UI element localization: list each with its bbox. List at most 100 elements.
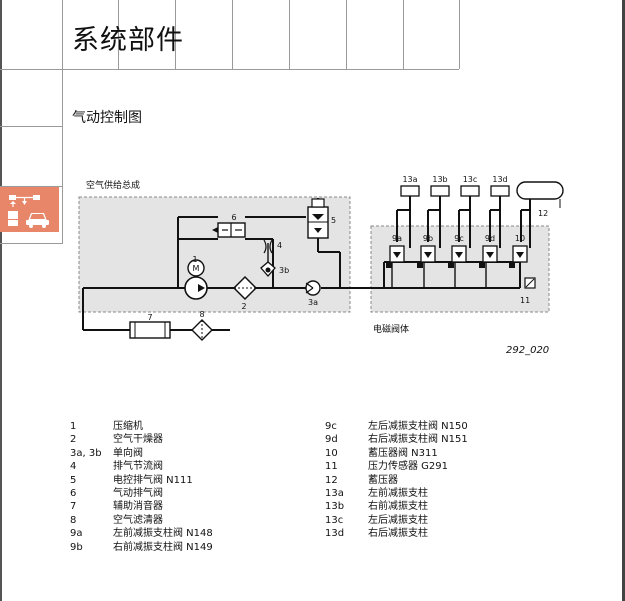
label-10: 10	[515, 234, 525, 243]
legend-item: 8 空气滤清器	[70, 514, 213, 527]
legend-item-number: 1	[70, 421, 77, 432]
page-right-border	[622, 0, 625, 601]
exhaust-throttle-symbol	[263, 239, 273, 254]
label-7: 7	[147, 313, 152, 322]
legend-item: 9a 左前减振支柱阀 N148	[70, 527, 213, 540]
label-5: 5	[331, 216, 336, 225]
legend-item: 7 辅助消音器	[70, 500, 213, 513]
label-11: 11	[520, 296, 530, 305]
label-13b: 13b	[432, 175, 447, 184]
legend-item-number: 7	[70, 501, 77, 513]
label-8: 8	[199, 310, 204, 319]
strut-13c-symbol	[460, 185, 480, 197]
legend-item-text: 空气滤清器	[113, 514, 163, 526]
legend-item-number: 13c	[325, 514, 344, 526]
legend-item: 13a 左前减振支柱	[325, 487, 468, 500]
label-9a: 9a	[392, 234, 402, 243]
label-3b: 3b	[279, 266, 289, 275]
legend-item: 13b 右前减振支柱	[325, 500, 468, 513]
legend-item-text: 右后减振支柱	[368, 528, 428, 540]
label-4: 4	[277, 241, 282, 250]
legend-item-text: 压缩机	[113, 421, 143, 432]
header-line-v4	[289, 0, 290, 69]
legend-item-number: 4	[70, 461, 77, 473]
legend-item-number: 13a	[325, 488, 344, 500]
legend-item: 1 压缩机	[70, 420, 213, 433]
legend-item: 13d 右后减振支柱	[325, 527, 468, 540]
legend-item-number: 5	[70, 474, 77, 486]
air-dryer-symbol	[232, 275, 258, 301]
header-line-v0	[62, 0, 63, 69]
legend-item: 6 气动排气阀	[70, 487, 213, 500]
legend-item-text: 电控排气阀 N111	[113, 474, 193, 486]
legend-item-text: 左前减振支柱	[368, 488, 428, 500]
strut-13d-symbol	[490, 185, 510, 197]
strut-13b-symbol	[430, 185, 450, 197]
legend-item-number: 2	[70, 434, 77, 446]
page-title: 系统部件	[72, 25, 184, 56]
header-line-v2	[175, 0, 176, 69]
legend-item-text: 排气节流阀	[113, 461, 163, 473]
label-12: 12	[538, 209, 548, 218]
legend-item-text: 气动排气阀	[113, 488, 163, 500]
legend-item-text: 蓄压器阀 N311	[368, 447, 438, 459]
supply-unit-caption: 空气供给总成	[86, 181, 141, 191]
legend-item-text: 右后减振支柱阀 N151	[368, 434, 468, 446]
legend-item-number: 13d	[325, 528, 345, 540]
legend-item-number: 11	[325, 461, 338, 473]
strut-13a-symbol	[400, 185, 420, 197]
legend-item: 13c 左后减振支柱	[325, 514, 468, 527]
legend-item-text: 左前减振支柱阀 N148	[113, 528, 213, 540]
page-left-border	[0, 0, 2, 601]
side-line-v	[62, 69, 63, 244]
label-9d: 9d	[485, 234, 495, 243]
header-line-v5	[346, 0, 347, 69]
legend-item-text: 右前减振支柱	[368, 501, 428, 513]
legend-item-number: 9a	[70, 528, 83, 540]
legend-item-text: 压力传感器 G291	[368, 461, 449, 473]
label-3a: 3a	[308, 298, 318, 307]
legend-item-number: 13b	[325, 501, 345, 513]
legend-item-number: 6	[70, 488, 77, 500]
legend-item: 4 排气节流阀	[70, 460, 213, 473]
label-13a: 13a	[402, 175, 417, 184]
side-line-h1	[0, 126, 62, 127]
legend-item-number: 10	[325, 447, 338, 459]
label-6: 6	[231, 213, 236, 222]
header-line-h1	[0, 69, 459, 70]
legend-item-text: 右前减振支柱阀 N149	[113, 541, 213, 553]
header-line-v1	[118, 0, 119, 69]
legend-item-text: 单向阀	[113, 447, 143, 459]
legend-item-number: 8	[70, 514, 77, 526]
legend-item: 10 蓄压器阀 N311	[325, 447, 468, 460]
legend-item-number: 12	[325, 474, 338, 486]
label-2: 2	[241, 302, 246, 311]
figure-id: 292_020	[506, 345, 550, 356]
label-13c: 13c	[463, 175, 478, 184]
header-line-v3	[232, 0, 233, 69]
section-title: 气动控制图	[72, 110, 142, 126]
label-m: M	[193, 264, 200, 273]
side-line-h2	[0, 186, 62, 187]
header-line-v6	[403, 0, 404, 69]
legend-item-number: 9d	[325, 434, 338, 446]
valve-block-caption: 电磁阀体	[373, 325, 410, 335]
legend-item: 9d 右后减振支柱阀 N151	[325, 433, 468, 446]
air-suspension-system-icon	[8, 195, 49, 228]
legend-item-text: 辅助消音器	[113, 501, 163, 513]
legend-item-text: 左后减振支柱	[368, 514, 428, 526]
label-13d: 13d	[492, 175, 507, 184]
label-9b: 9b	[423, 234, 433, 243]
legend-item-text: 左后减振支柱阀 N150	[368, 421, 468, 432]
label-9c: 9c	[454, 234, 464, 243]
aux-silencer-symbol	[129, 321, 171, 339]
side-tab[interactable]	[0, 187, 59, 232]
header-line-v7	[459, 0, 460, 69]
legend-item: 5 电控排气阀 N111	[70, 474, 213, 487]
legend-item-number: 3a, 3b	[70, 447, 102, 459]
